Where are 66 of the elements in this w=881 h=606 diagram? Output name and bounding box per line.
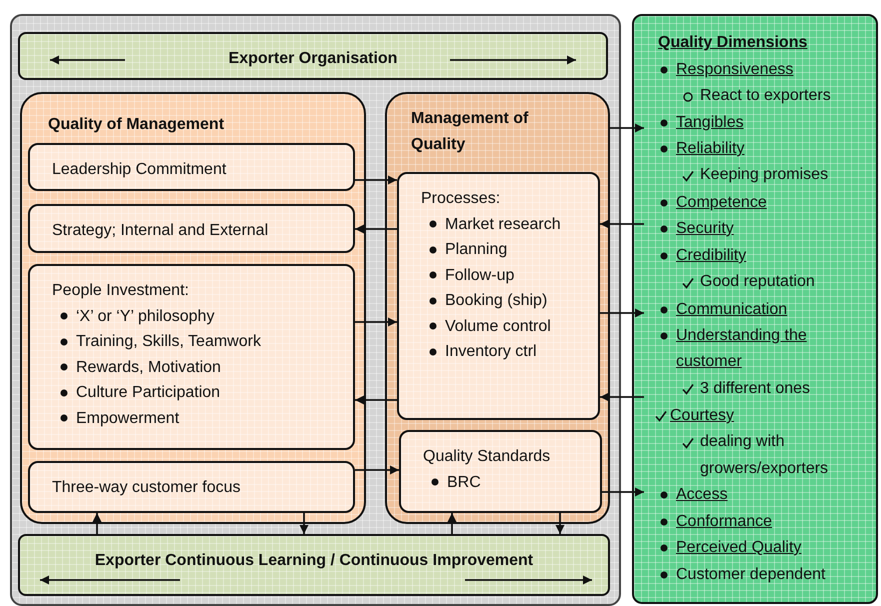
sub-item-text: dealing with growers/exporters (700, 432, 830, 479)
list-item-text: Training, Skills, Teamwork (76, 332, 261, 352)
list-item-text: Reliability (676, 139, 744, 159)
list-item-text: Planning (445, 240, 508, 260)
list-item-text: Responsiveness (676, 60, 794, 80)
box-label: Leadership Commitment (52, 160, 226, 180)
arrow (92, 513, 102, 534)
sub-item-text: React to exporters (700, 86, 831, 106)
box-label: Strategy; Internal and External (52, 221, 268, 241)
sub-item-text: Keeping promises (700, 165, 828, 186)
arrow (602, 488, 644, 496)
arrow (448, 513, 456, 534)
process-box (397, 172, 600, 420)
sub-item-text: 3 different ones (700, 378, 810, 399)
arrow (600, 220, 644, 228)
group-panel (385, 92, 610, 524)
list-item-text: Security (676, 219, 734, 239)
box-label: Three-way customer focus (52, 478, 241, 498)
list-item-text: Tangibles (676, 113, 744, 133)
heading: Exporter Continuous Learning / Continuous Improvement (94, 551, 534, 571)
process-box (399, 430, 602, 513)
list-item-text: Booking (ship) (445, 291, 548, 311)
arrow (355, 224, 397, 234)
list-item-text: Competence (676, 193, 767, 213)
list-item-text: Follow-up (445, 266, 514, 286)
box-heading: Processes: (421, 189, 500, 209)
list-item-text: Communication (676, 300, 788, 320)
heading: Quality of Management (48, 115, 224, 135)
list-item-text: Understanding the customer (676, 326, 808, 372)
list-item-text: Rewards, Motivation (76, 358, 221, 378)
arrow (355, 176, 397, 184)
heading: Quality Dimensions (658, 33, 808, 53)
arrow (600, 308, 644, 318)
banner-box (18, 534, 610, 596)
heading: Management of Quality (411, 109, 530, 154)
group-panel (20, 92, 366, 524)
list-item-text: Access (676, 485, 728, 505)
box-heading: Quality Standards (423, 447, 550, 467)
process-box (28, 204, 355, 253)
list-item-text: Market research (445, 214, 561, 234)
arrow (610, 124, 644, 132)
list-item-text: Perceived Quality (676, 538, 802, 558)
arrow (600, 392, 644, 402)
list-item-text: Inventory ctrl (445, 342, 537, 362)
list-item-text: Credibility (676, 246, 746, 266)
process-box (28, 143, 355, 191)
list-item-text: BRC (447, 472, 481, 492)
banner-box (18, 32, 608, 80)
arrow (355, 318, 397, 326)
process-box (28, 461, 355, 513)
list-item-text: Conformance (676, 512, 772, 532)
sub-item-text: Good reputation (700, 272, 815, 292)
arrow (300, 513, 308, 534)
arrow (355, 396, 397, 404)
list-item-text: Customer dependent (676, 565, 826, 585)
list-item-text: Culture Participation (76, 383, 220, 403)
heading: Exporter Organisation (228, 49, 398, 69)
list-item-text: ‘X’ or ‘Y’ philosophy (76, 306, 214, 326)
arrow (556, 513, 564, 534)
side-panel (632, 14, 878, 604)
list-item-text: Volume control (445, 316, 551, 336)
box-heading: People Investment: (52, 281, 189, 301)
arrow (355, 466, 399, 474)
process-box (28, 264, 355, 450)
list-item-text: Courtesy (670, 406, 734, 426)
list-item-text: Empowerment (76, 408, 180, 428)
